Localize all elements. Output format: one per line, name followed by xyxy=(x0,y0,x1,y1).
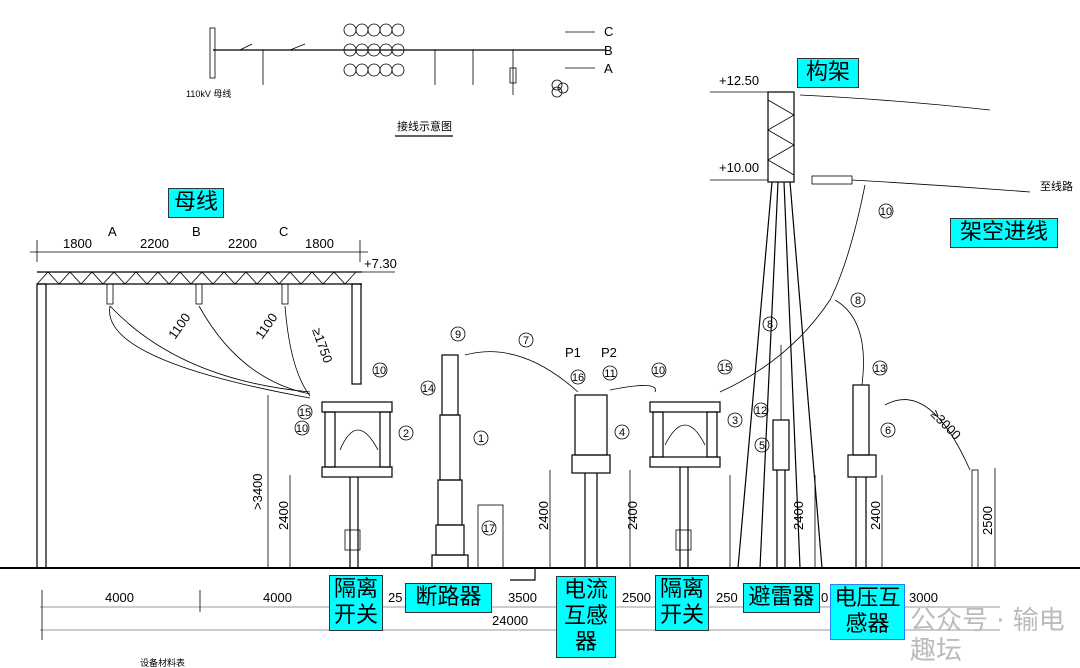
item-marker: 1 xyxy=(473,430,489,446)
clearance-1100a: 1100 xyxy=(165,310,193,342)
span-4: 1800 xyxy=(305,236,334,251)
equipment xyxy=(267,91,1031,581)
busbar-label: 110kV 母线 xyxy=(186,88,231,99)
callout-busbar: 母线 xyxy=(168,188,224,218)
callout-disconnector-1: 隔离开关 xyxy=(329,575,383,631)
clearance-1100b: 1100 xyxy=(252,310,280,342)
svg-text:15: 15 xyxy=(299,407,311,419)
schematic-title: 接线示意图 xyxy=(397,119,452,133)
svg-text:11: 11 xyxy=(604,368,615,380)
item-marker: 17 xyxy=(481,520,497,536)
item-marker: 4 xyxy=(614,424,630,440)
svg-text:2: 2 xyxy=(403,428,409,440)
height-2500: 2500 xyxy=(980,506,995,535)
item-marker: 9 xyxy=(450,326,466,342)
item-marker: 10 xyxy=(294,420,310,436)
span-2: 2200 xyxy=(140,236,169,251)
svg-text:5: 5 xyxy=(759,440,765,452)
height-2400-e: 2400 xyxy=(868,501,883,530)
height-2400-c: 2400 xyxy=(625,501,640,530)
height-2400-b: 2400 xyxy=(536,501,551,530)
svg-text:1: 1 xyxy=(478,433,484,445)
clearance-1750: ≥1750 xyxy=(309,326,335,365)
item-marker: 15 xyxy=(717,359,733,375)
svg-text:10: 10 xyxy=(880,206,892,218)
phase-label-b: B xyxy=(192,224,201,239)
svg-text:7: 7 xyxy=(523,335,529,347)
callout-disconnector-2: 隔离开关 xyxy=(655,575,709,631)
item-marker: 2 xyxy=(398,425,414,441)
clearance-3000: ≥3000 xyxy=(928,407,964,443)
span-3: 2200 xyxy=(228,236,257,251)
wiring-schematic: 110kV 母线 接线示意图 C B A xyxy=(186,23,613,137)
height-3400: >3400 xyxy=(250,473,265,510)
bottom-span-2: 4000 xyxy=(263,590,292,605)
svg-text:4: 4 xyxy=(619,427,625,439)
bottom-span-5: 2500 xyxy=(622,590,651,605)
callout-arrester: 避雷器 xyxy=(743,583,820,613)
item-marker: 12 xyxy=(753,402,769,418)
callout-current-transformer: 电流互感器 xyxy=(556,576,616,658)
svg-text:17: 17 xyxy=(483,523,495,535)
bottom-span-8: 3000 xyxy=(909,590,938,605)
item-marker: 14 xyxy=(420,380,436,396)
svg-text:12: 12 xyxy=(755,405,767,417)
svg-text:10: 10 xyxy=(296,423,308,435)
phase-b: B xyxy=(604,43,613,58)
item-marker: 13 xyxy=(872,360,888,376)
item-marker: 10 xyxy=(878,203,894,219)
callout-voltage-transformer: 电压互感器 xyxy=(830,584,905,640)
item-marker: 3 xyxy=(727,412,743,428)
item-marker: 6 xyxy=(880,422,896,438)
item-marker: 10 xyxy=(651,362,667,378)
svg-text:10: 10 xyxy=(653,365,665,377)
callout-frame: 构架 xyxy=(797,58,859,88)
item-number-markers: 1 2 3 4 5 6 7 8 8 9 10 10 10 10 11 12 13… xyxy=(294,203,896,536)
item-marker: 16 xyxy=(570,369,586,385)
svg-text:10: 10 xyxy=(374,365,386,377)
item-marker: 5 xyxy=(754,437,770,453)
phase-label-c: C xyxy=(279,224,288,239)
elevation-busbar: +7.30 xyxy=(364,256,397,271)
bottom-span-4: 3500 xyxy=(508,590,537,605)
phase-c: C xyxy=(604,24,613,39)
busbar-frame xyxy=(30,240,395,569)
callout-breaker: 断路器 xyxy=(405,583,492,613)
svg-text:16: 16 xyxy=(572,372,584,384)
height-2400-d: 2400 xyxy=(791,501,806,530)
item-marker: 11 xyxy=(602,365,618,381)
item-marker: 7 xyxy=(518,332,534,348)
bottom-span-7: 0 xyxy=(821,590,828,605)
phase-a: A xyxy=(604,61,613,76)
footer-note: 设备材料表 xyxy=(140,657,185,668)
elevation-frame-mid: +10.00 xyxy=(719,160,759,175)
span-1: 1800 xyxy=(63,236,92,251)
elevation-frame-top: +12.50 xyxy=(719,73,759,88)
callout-overhead-line: 架空进线 xyxy=(950,218,1058,248)
bottom-span-3: 25 xyxy=(388,590,402,605)
to-line-label: 至线路 xyxy=(1040,179,1073,193)
svg-text:6: 6 xyxy=(885,425,891,437)
item-marker: 10 xyxy=(372,362,388,378)
p2-label: P2 xyxy=(601,345,617,360)
item-marker: 15 xyxy=(297,404,313,420)
item-marker: 8 xyxy=(850,292,866,308)
bottom-span-1: 4000 xyxy=(105,590,134,605)
watermark: 公众号 · 输电趣坛 xyxy=(910,606,1065,666)
total-span: 24000 xyxy=(492,613,528,628)
phase-label-a: A xyxy=(108,224,117,239)
svg-text:14: 14 xyxy=(422,383,434,395)
height-2400-a: 2400 xyxy=(276,501,291,530)
bottom-span-6: 250 xyxy=(716,590,738,605)
item-marker: 8 xyxy=(762,316,778,332)
svg-text:8: 8 xyxy=(767,319,773,331)
svg-text:13: 13 xyxy=(874,363,886,375)
p1-label: P1 xyxy=(565,345,581,360)
svg-text:8: 8 xyxy=(855,295,861,307)
svg-text:15: 15 xyxy=(719,362,731,374)
svg-text:9: 9 xyxy=(455,329,461,341)
svg-text:3: 3 xyxy=(732,415,738,427)
